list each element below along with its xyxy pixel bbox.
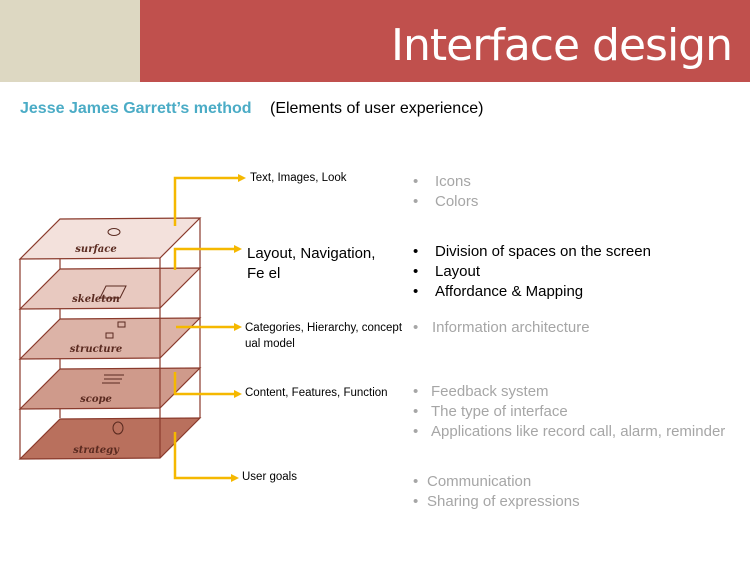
label-strategy: User goals bbox=[242, 471, 297, 483]
subtitle-note: (Elements of user experience) bbox=[270, 100, 484, 117]
list-item: Colors bbox=[413, 192, 478, 212]
arrowhead-structure bbox=[234, 323, 242, 331]
arrowhead-surface bbox=[238, 174, 246, 182]
arrowhead-strategy bbox=[231, 474, 239, 482]
label-surface: Text, Images, Look bbox=[250, 172, 347, 184]
subtitle: Jesse James Garrett’s method bbox=[20, 100, 252, 117]
list-item: Division of spaces on the screen bbox=[413, 242, 651, 262]
arrow-surface bbox=[173, 176, 240, 226]
label-scope: Content, Features, Function bbox=[245, 387, 388, 399]
list-item: Feedback system bbox=[413, 382, 725, 402]
list-item: Affordance & Mapping bbox=[413, 282, 651, 302]
plane-label-skeleton: skeleton bbox=[72, 294, 120, 305]
strategy-details: Communication Sharing of expressions bbox=[413, 472, 580, 512]
list-item: Layout bbox=[413, 262, 651, 282]
plane-label-structure: structure bbox=[70, 344, 122, 355]
strategy-icon bbox=[112, 421, 124, 435]
list-item: Applications like record call, alarm, re… bbox=[413, 422, 725, 442]
arrow-skeleton bbox=[173, 247, 236, 270]
scope-details: Feedback system The type of interface Ap… bbox=[413, 382, 725, 442]
structure-icon bbox=[117, 321, 126, 328]
arrow-strategy bbox=[173, 432, 233, 480]
plane-label-strategy: strategy bbox=[73, 445, 120, 456]
skeleton-icon bbox=[99, 285, 127, 299]
list-item: Sharing of expressions bbox=[413, 492, 580, 512]
list-item: Information architecture bbox=[413, 318, 590, 338]
label-skeleton: Layout, Navigation, Fe el bbox=[247, 245, 376, 282]
label-structure: Categories, Hierarchy, concept ual model bbox=[245, 322, 403, 350]
structure-details: Information architecture bbox=[413, 318, 590, 338]
header-bar bbox=[140, 0, 750, 82]
plane-label-scope: scope bbox=[80, 394, 112, 405]
arrow-scope bbox=[173, 372, 236, 396]
plane-label-surface: surface bbox=[75, 244, 116, 255]
skeleton-details: Division of spaces on the screen Layout … bbox=[413, 242, 651, 302]
surface-details: Icons Colors bbox=[413, 172, 478, 212]
list-item: The type of interface bbox=[413, 402, 725, 422]
slide-title: Interface design bbox=[391, 20, 733, 71]
list-item: Icons bbox=[413, 172, 478, 192]
header-accent-block bbox=[0, 0, 140, 82]
arrowhead-skeleton bbox=[234, 245, 242, 253]
surface-icon bbox=[107, 228, 121, 236]
list-item: Communication bbox=[413, 472, 580, 492]
arrowhead-scope bbox=[234, 390, 242, 398]
